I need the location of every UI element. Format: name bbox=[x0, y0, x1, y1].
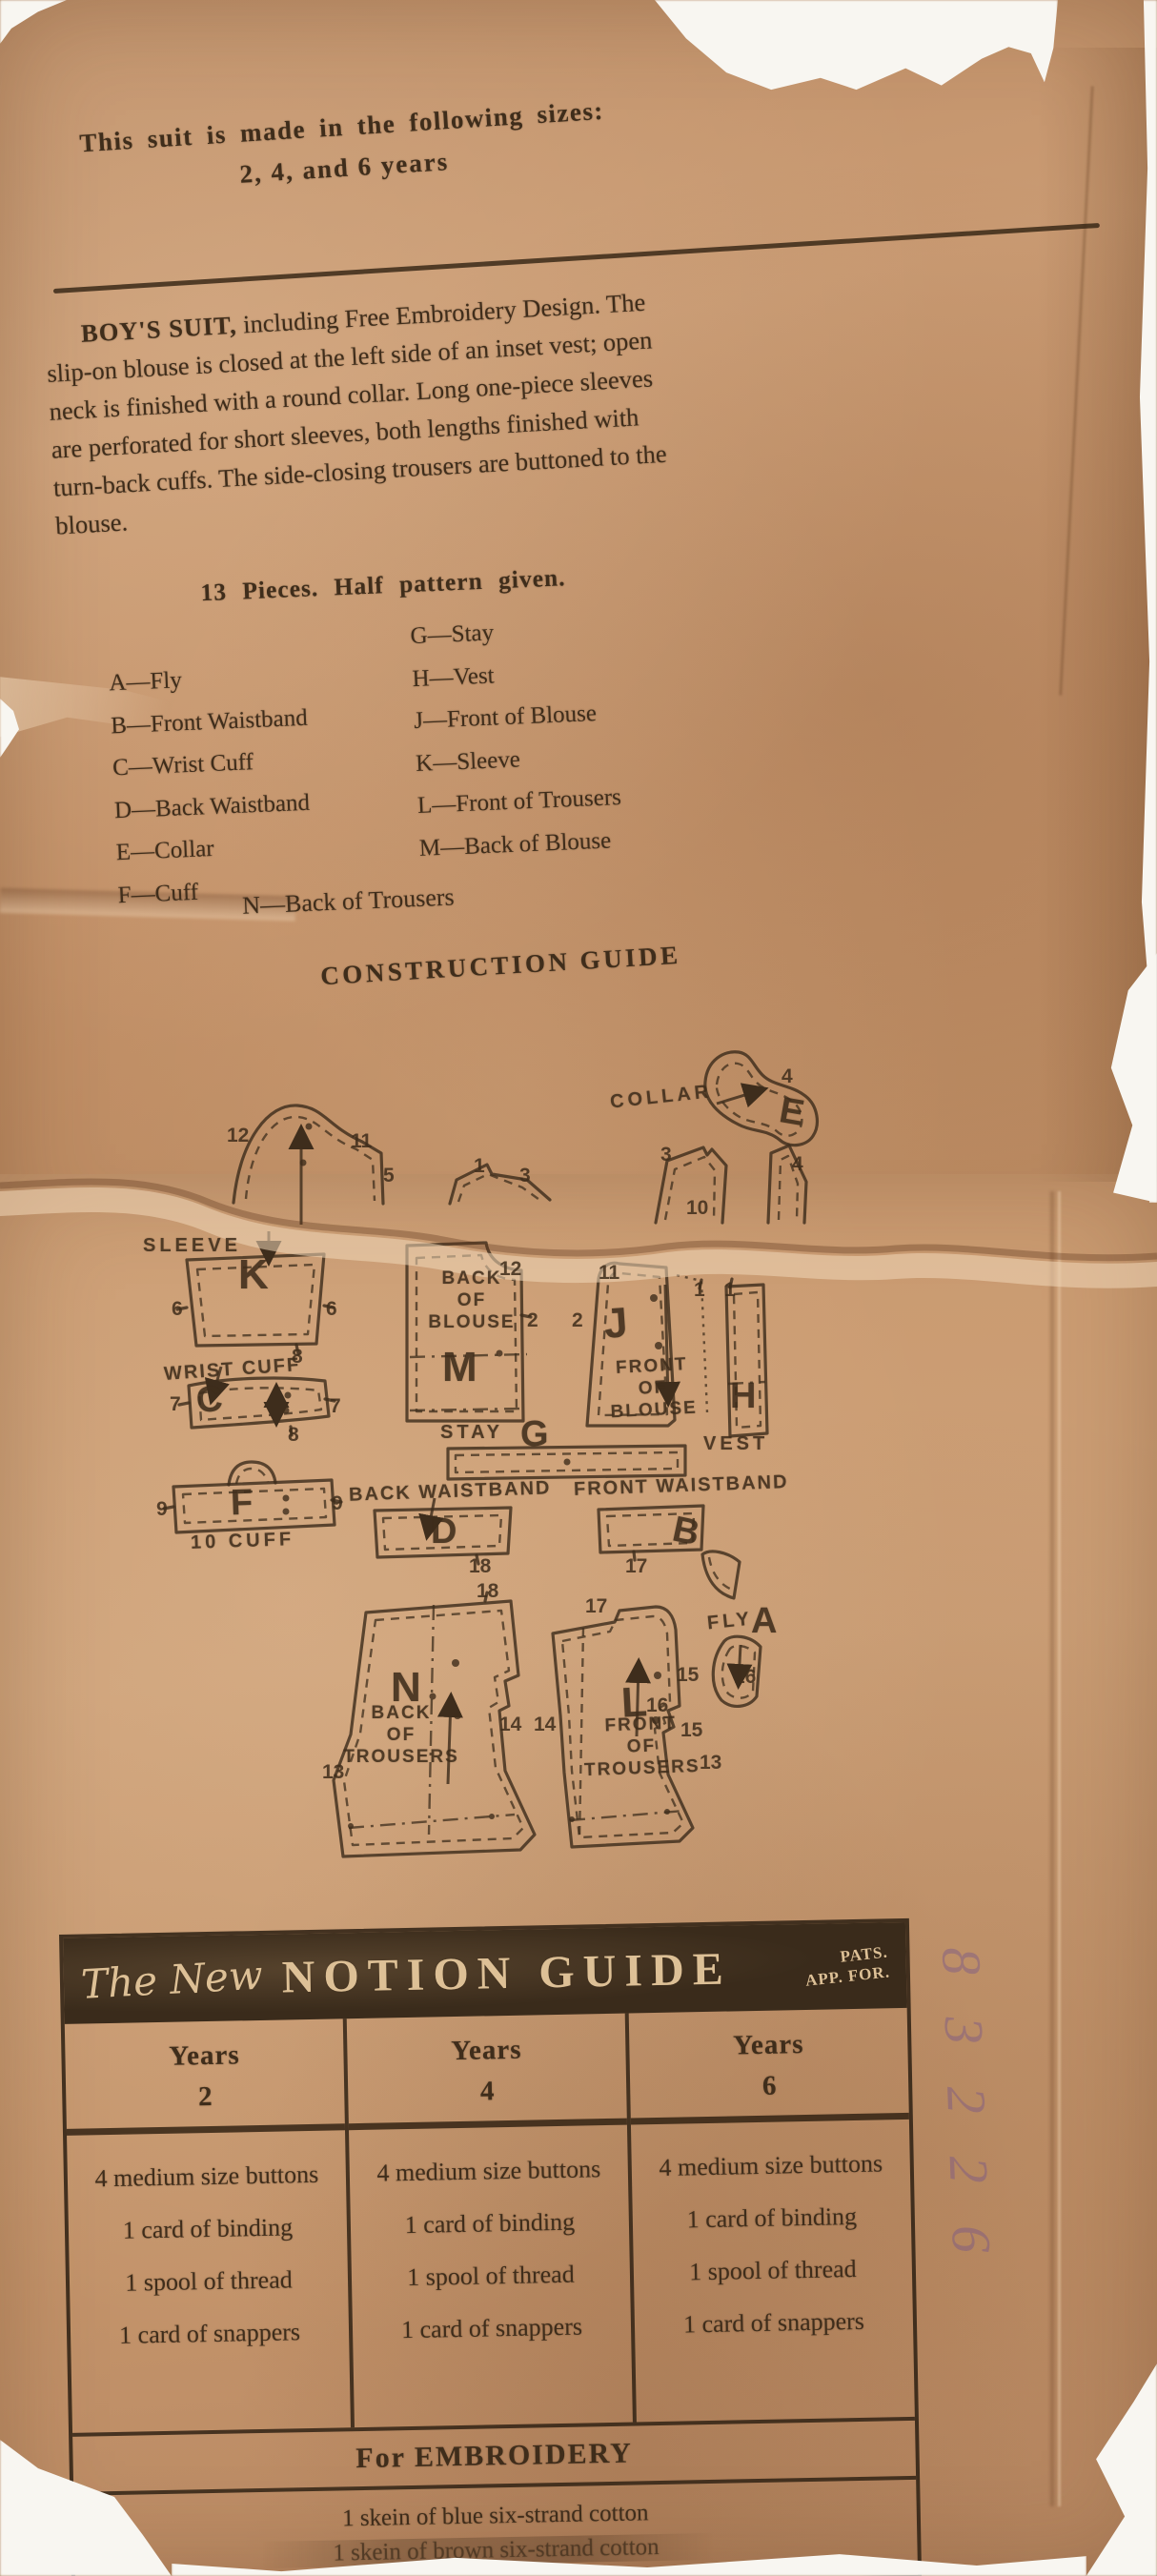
construction-diagram bbox=[162, 1050, 820, 1858]
column-header: Years 4 bbox=[346, 2013, 627, 2131]
notion-item: 4 medium size buttons bbox=[376, 2155, 601, 2187]
vertical-crease-highlight bbox=[1058, 1191, 1061, 2506]
patents-applied-note: PATS. APP. FOR. bbox=[804, 1942, 891, 1990]
column-header: Years 6 bbox=[628, 2007, 909, 2125]
age-value: 6 bbox=[761, 2070, 777, 2101]
notion-item: 1 card of snappers bbox=[118, 2318, 301, 2349]
shoulder-piece-outline bbox=[448, 1163, 552, 1206]
back-waistband-d-outline bbox=[373, 1506, 513, 1559]
back-trousers-n-outline bbox=[332, 1599, 537, 1858]
notion-items: 4 medium size buttons 1 card of binding 1 … bbox=[67, 2130, 351, 2433]
notion-item: 1 spool of thread bbox=[406, 2260, 575, 2292]
notion-items: 4 medium size buttons 1 card of binding 1 … bbox=[631, 2120, 915, 2423]
notion-guide-table: The New NOTION GUIDE PATS. APP. FOR. Yea… bbox=[59, 1917, 923, 2576]
age-value: 4 bbox=[479, 2076, 495, 2107]
notion-item: 1 spool of thread bbox=[125, 2265, 294, 2297]
cuff-f-outline bbox=[172, 1478, 336, 1534]
blouse-front-top-outline bbox=[654, 1146, 728, 1225]
description-paragraph: BOY'S SUIT, including Free Embroidery De… bbox=[44, 282, 677, 545]
notion-column-years-2: Years 2 4 medium size buttons 1 card of b… bbox=[64, 2018, 355, 2433]
fly-a-outline bbox=[711, 1634, 762, 1708]
collar-e-outline bbox=[703, 1050, 820, 1147]
age-value: 2 bbox=[197, 2080, 213, 2113]
notion-guide-main-title: NOTION GUIDE bbox=[281, 1942, 733, 2003]
notion-item: 1 card of binding bbox=[404, 2207, 576, 2240]
notion-item: 4 medium size buttons bbox=[94, 2160, 319, 2193]
notion-column-years-6: Years 6 4 medium size buttons 1 card of b… bbox=[628, 2007, 915, 2423]
paper-lower-sheet bbox=[0, 1174, 1157, 2576]
notion-item: 1 card of snappers bbox=[400, 2312, 583, 2344]
years-label: Years bbox=[450, 2034, 522, 2067]
notion-item: 1 spool of thread bbox=[688, 2255, 857, 2286]
notion-item: 1 card of binding bbox=[686, 2201, 858, 2234]
paper-top-flap bbox=[0, 0, 1157, 1269]
notion-column-years-4: Years 4 4 medium size buttons 1 card of b… bbox=[346, 2013, 637, 2428]
stay-g-outline bbox=[446, 1444, 687, 1481]
notch-ticks bbox=[162, 1277, 734, 1603]
vest-h-outline bbox=[724, 1283, 769, 1438]
years-label: Years bbox=[169, 2039, 240, 2072]
piece-entry: M—Back of Blouse bbox=[418, 827, 612, 862]
notion-item: 1 card of binding bbox=[122, 2213, 294, 2244]
notion-items: 4 medium size buttons 1 card of binding 1 … bbox=[349, 2125, 633, 2428]
torn-edge-ridge bbox=[0, 1178, 1157, 1288]
description-lead: BOY'S SUIT, bbox=[80, 310, 238, 348]
cuff-f-hump bbox=[227, 1460, 277, 1487]
sleeve-cap-outline bbox=[232, 1104, 385, 1206]
vertical-crease bbox=[1050, 1191, 1054, 2506]
notion-guide-header-band: The New NOTION GUIDE PATS. APP. FOR. bbox=[63, 1921, 907, 2024]
front-trousers-l-outline bbox=[551, 1605, 695, 1849]
vest-top-outline bbox=[766, 1144, 808, 1225]
torn-white-right-strip bbox=[1139, 0, 1157, 1203]
column-header: Years 2 bbox=[64, 2018, 345, 2136]
handwritten-number: 83226 bbox=[930, 1946, 1005, 2297]
waistband-hook-outline bbox=[700, 1550, 741, 1600]
notion-guide-columns: Years 2 4 medium size buttons 1 card of b… bbox=[64, 2007, 915, 2437]
years-label: Years bbox=[732, 2029, 804, 2061]
wrist-cuff-outline bbox=[187, 1376, 331, 1430]
notion-item: 1 card of snappers bbox=[682, 2306, 865, 2339]
notion-item: 4 medium size buttons bbox=[659, 2149, 883, 2181]
notion-guide-script-title: The New bbox=[79, 1951, 264, 2008]
front-waistband-b-outline bbox=[597, 1504, 705, 1554]
